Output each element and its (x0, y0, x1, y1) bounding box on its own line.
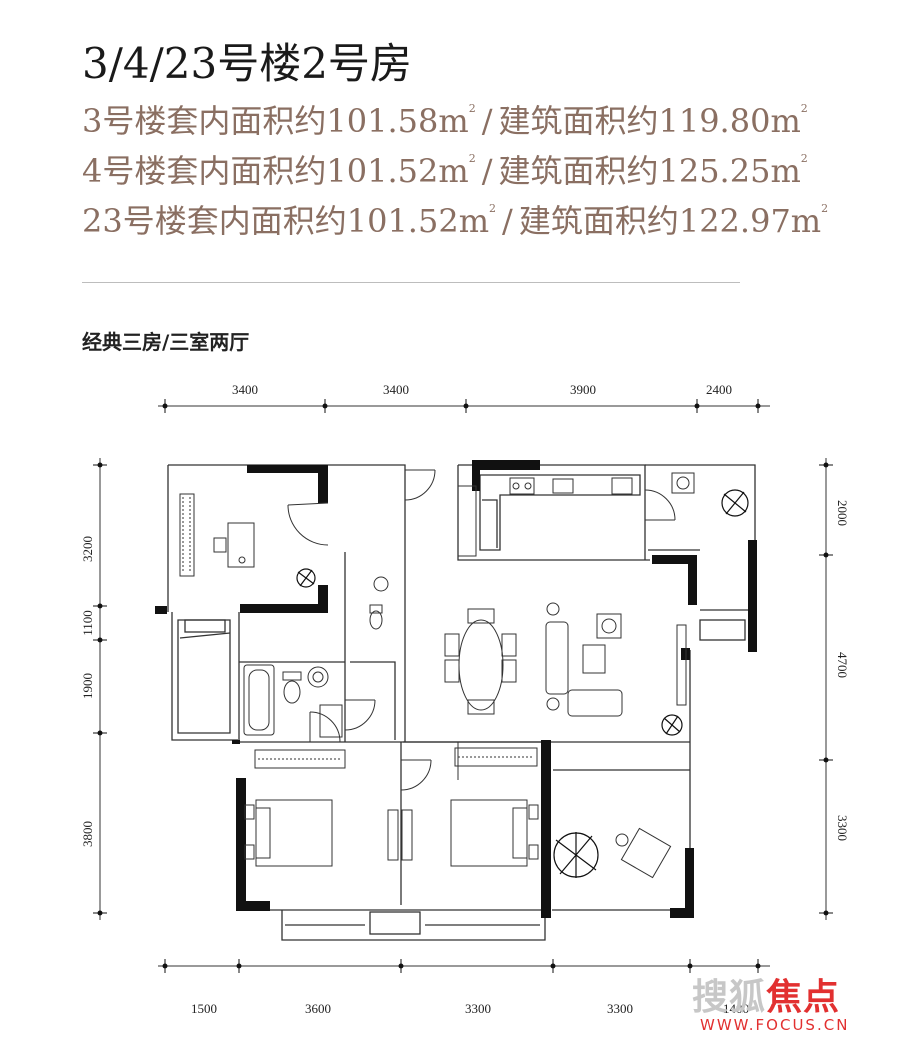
divider (82, 282, 740, 283)
dim-right-2: 4700 (835, 652, 850, 678)
dim-bottom-4: 3300 (607, 1001, 633, 1016)
thin-walls (167, 464, 756, 941)
dim-top-3: 3900 (570, 382, 596, 397)
dim-left-4: 3800 (80, 821, 95, 847)
dimension-ticks (97, 403, 829, 969)
structural-walls (155, 460, 757, 918)
dim-top-4: 2400 (706, 382, 732, 397)
area-line-3: 23号楼套内面积约101.52m2/建筑面积约122.97m2 (82, 202, 829, 240)
page-title: 3/4/23号楼2号房 (82, 39, 412, 88)
dimension-tick-marks (93, 399, 833, 973)
dim-left-3: 1900 (80, 673, 95, 699)
dim-top-1: 3400 (232, 382, 258, 397)
watermark-url: WWW.FOCUS.CN (700, 1016, 850, 1034)
dim-bottom-2: 3600 (305, 1001, 331, 1016)
doors (287, 469, 676, 791)
dim-left-2: 1100 (80, 610, 95, 636)
watermark-logo: 搜狐焦点 WWW.FOCUS.CN (692, 977, 850, 1034)
dim-left-1: 3200 (80, 536, 95, 562)
layout-subtitle: 经典三房/三室两厅 (82, 330, 250, 354)
dim-bottom-3: 3300 (465, 1001, 491, 1016)
dim-bottom-5: 1400 (723, 1001, 749, 1016)
dim-bottom-1: 1500 (191, 1001, 217, 1016)
area-line-1: 3号楼套内面积约101.58m2/建筑面积约119.80m2 (82, 102, 808, 140)
dim-right-1: 2000 (835, 500, 850, 526)
area-line-2: 4号楼套内面积约101.52m2/建筑面积约125.25m2 (82, 152, 808, 190)
furniture (179, 472, 695, 879)
dim-right-3: 3300 (835, 815, 850, 841)
plants (296, 489, 749, 878)
dim-top-2: 3400 (383, 382, 409, 397)
dimension-lines (99, 405, 827, 967)
